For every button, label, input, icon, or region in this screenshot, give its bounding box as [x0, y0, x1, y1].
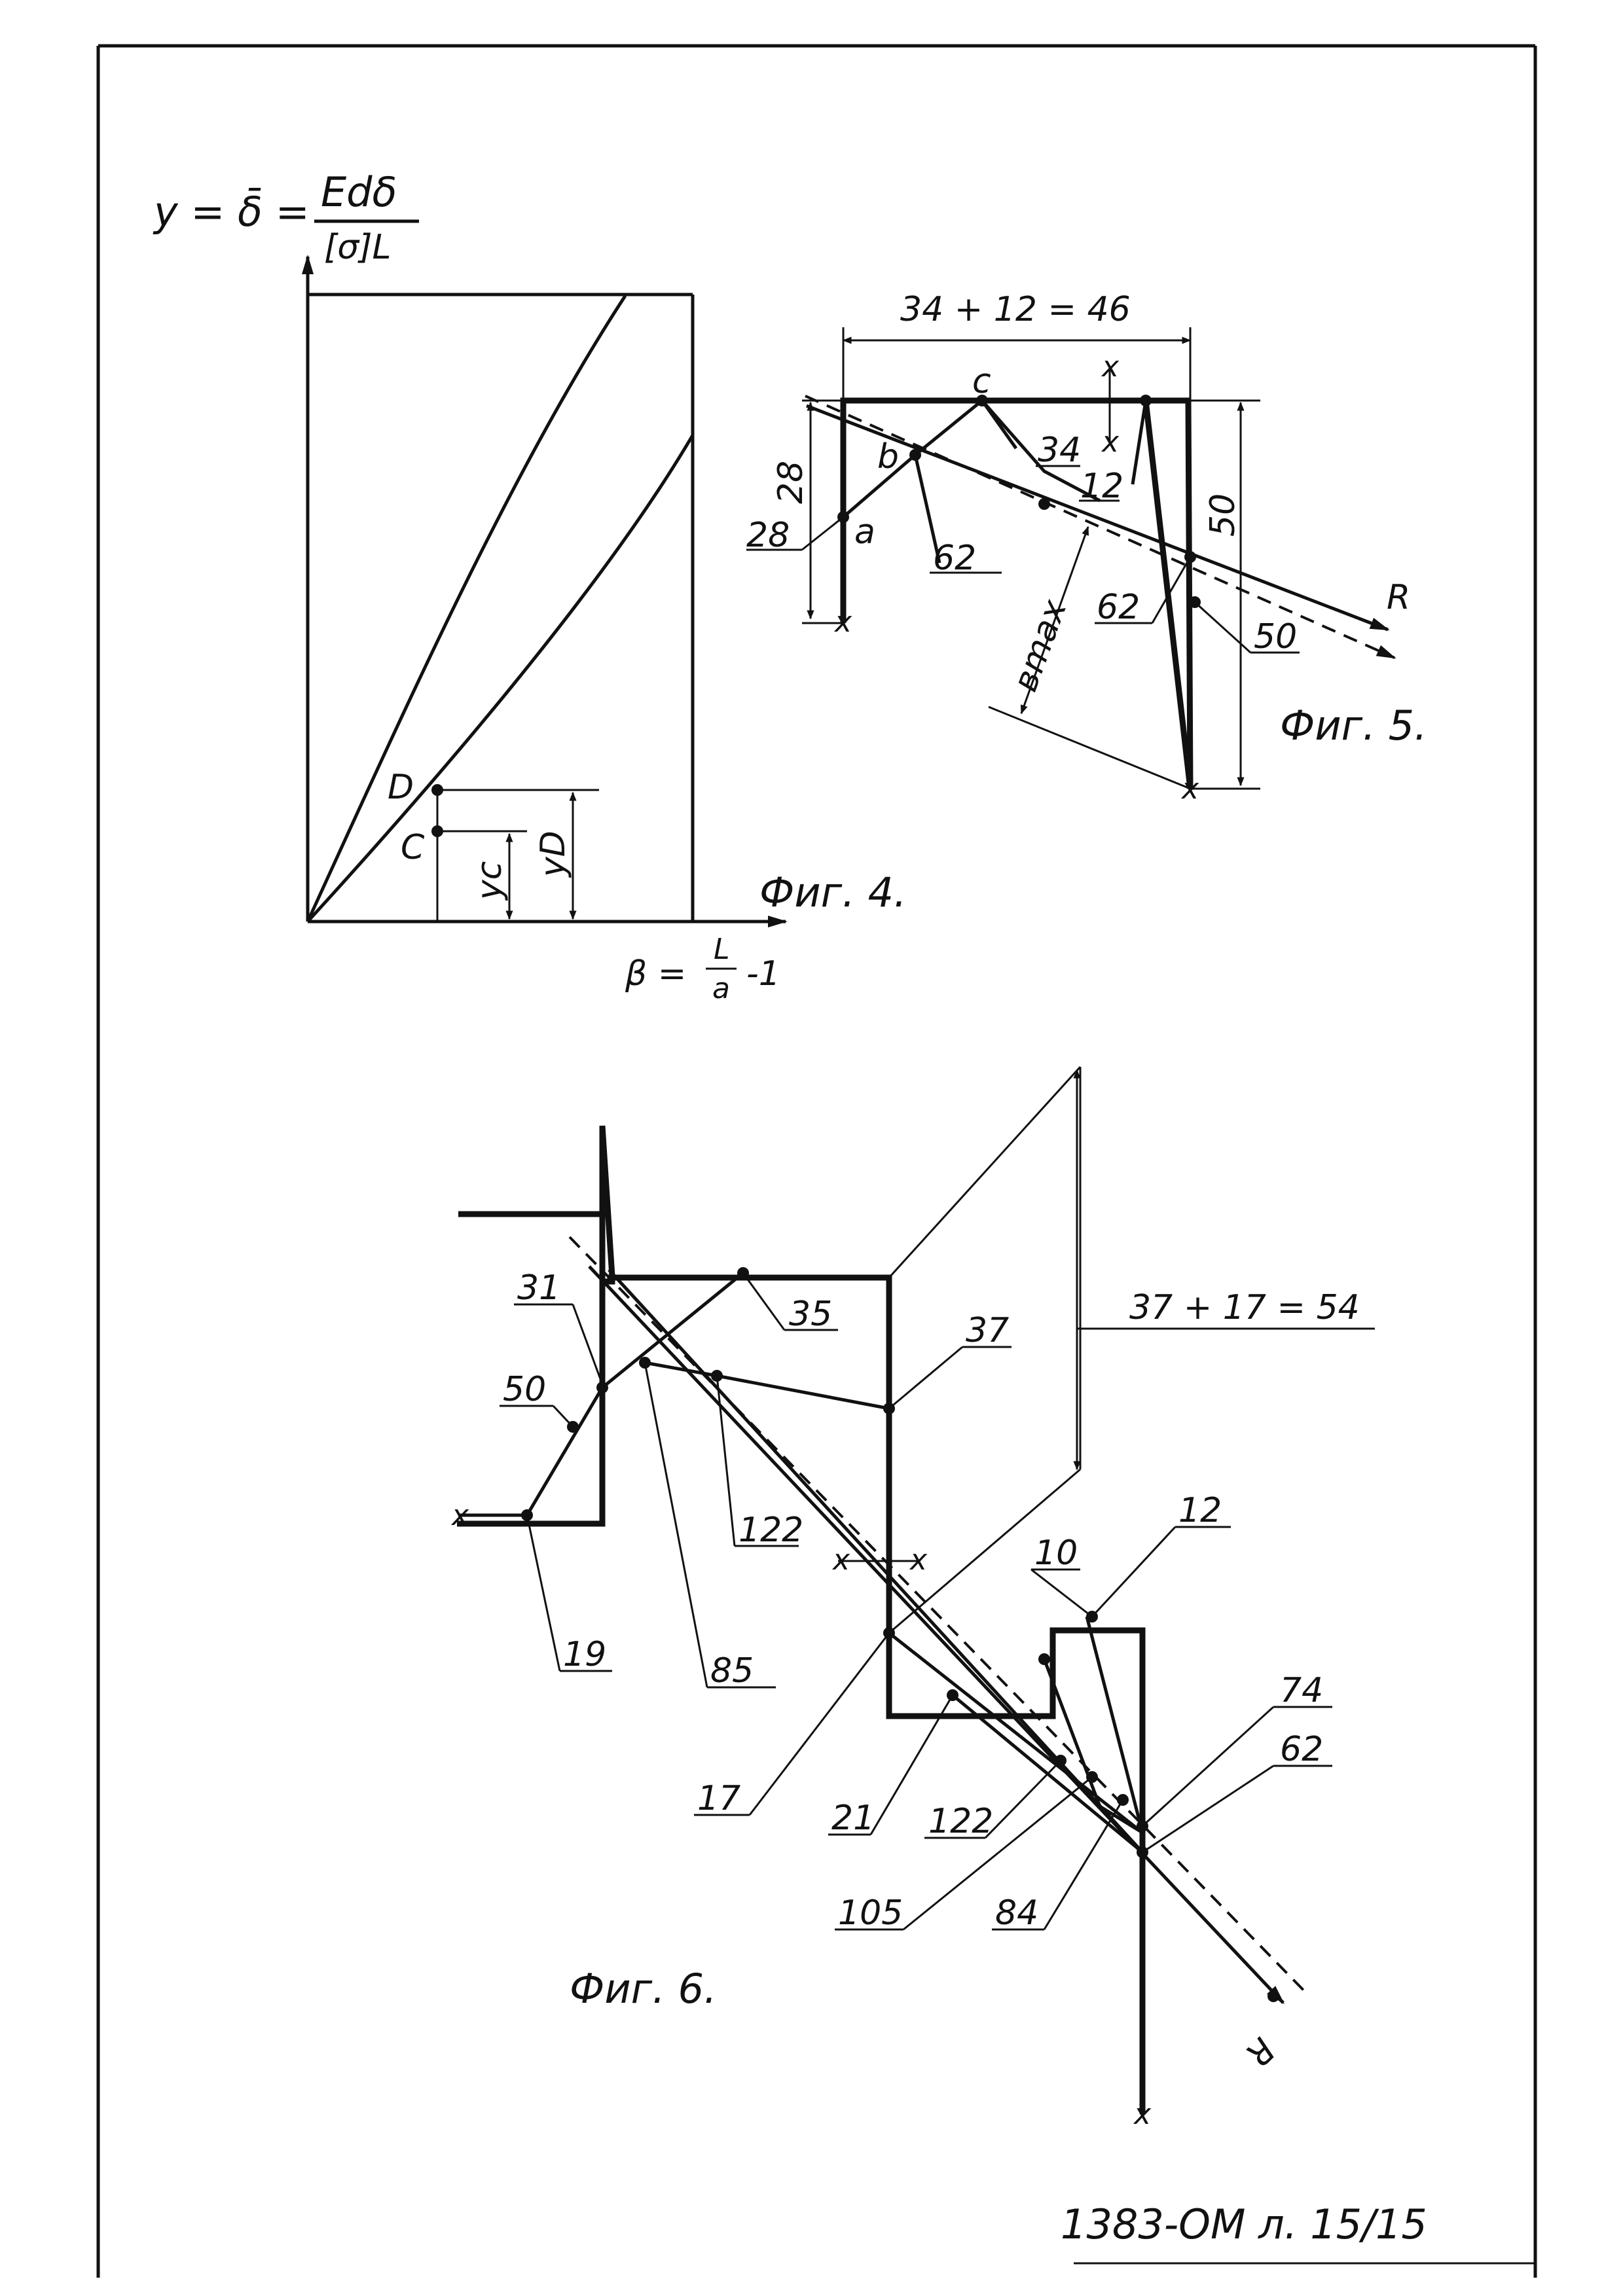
svg-text:x: x [450, 1499, 469, 1532]
fig4-formula-lhs: y = δ̄ = [153, 188, 310, 236]
fig6-label-35: 35 [789, 1295, 832, 1334]
fig4-lower-curve [306, 434, 695, 923]
fig5: 34 + 12 = 46 x x x x 28 50 [746, 290, 1427, 806]
fig6-label-122-top: 122 [739, 1511, 803, 1550]
fig4-x-axis-tail: -1 [746, 954, 780, 994]
sheet-frame [96, 44, 1537, 2278]
fig5-bmax: вmax [1006, 594, 1075, 697]
fig4-upper-curve [306, 295, 627, 923]
svg-text:x: x [831, 1543, 850, 1577]
fig5-point-a: a [854, 512, 875, 552]
fig4-x-axis-den: a [712, 972, 730, 1005]
fig5-resultant-line [806, 404, 1390, 632]
fig5-point-b: b [877, 437, 899, 476]
fig5-point-c: c [972, 362, 991, 401]
fig4-dim-yd: yD [534, 831, 573, 878]
fig5-arrow-r: R [1387, 578, 1410, 617]
fig5-label-50: 50 [1254, 617, 1297, 656]
fig4-point-c: C [401, 828, 425, 867]
fig6-caption: Фиг. 6. [570, 1965, 717, 2013]
fig5-label-28: 28 [746, 516, 790, 555]
fig6-label-31: 31 [517, 1268, 560, 1308]
fig5-label-12: 12 [1080, 467, 1123, 506]
fig5-label-62-left: 62 [933, 539, 976, 578]
fig4-point-d: D [388, 768, 414, 807]
fig6-arrow-r: R [1237, 2030, 1282, 2074]
fig5-caption: Фиг. 5. [1280, 702, 1427, 749]
fig6-label-12: 12 [1178, 1491, 1222, 1530]
fig4-x-axis-num: L [714, 933, 730, 966]
fig4-x-axis-label: β = [625, 954, 686, 994]
svg-text:x: x [909, 1543, 928, 1577]
fig6-label-37: 37 [966, 1311, 1009, 1350]
fig6-label-74: 74 [1280, 1671, 1323, 1710]
sheet-number: 1383-ОМ л. 15/15 [1061, 2200, 1427, 2248]
fig6-label-84: 84 [995, 1893, 1038, 1933]
fig6-label-21: 21 [831, 1799, 875, 1838]
fig5-label-28-vertical: 28 [771, 461, 811, 504]
fig4: y = δ̄ = Edδ [σ]L D C yc yD β = L a -1 Ф… [153, 168, 907, 1005]
fig6-section [458, 1125, 615, 1277]
fig6-label-17: 17 [697, 1779, 740, 1818]
fig6-label-19: 19 [563, 1635, 606, 1674]
fig5-label-50-vertical: 50 [1203, 493, 1243, 537]
fig4-formula-num: Edδ [321, 168, 397, 216]
fig4-caption: Фиг. 4. [759, 869, 907, 916]
fig6-label-10: 10 [1034, 1534, 1078, 1573]
fig6-label-105: 105 [838, 1893, 903, 1933]
fig6: x x 37 + 17 = 54 x x [450, 1066, 1375, 2131]
fig6-label-85: 85 [710, 1651, 754, 1691]
fig5-top-dim: 34 + 12 = 46 [900, 290, 1131, 329]
fig6-label-50: 50 [503, 1370, 546, 1409]
fig4-dim-yc: yc [470, 861, 509, 901]
fig5-label-34: 34 [1038, 431, 1081, 470]
fig6-label-122-bottom: 122 [928, 1802, 993, 1841]
fig4-formula-den: [σ]L [324, 228, 392, 267]
fig6-label-62: 62 [1280, 1730, 1323, 1769]
fig6-side-dim: 37 + 17 = 54 [1129, 1288, 1360, 1327]
fig5-label-62-right: 62 [1097, 588, 1140, 627]
svg-text:x: x [1133, 2098, 1152, 2131]
